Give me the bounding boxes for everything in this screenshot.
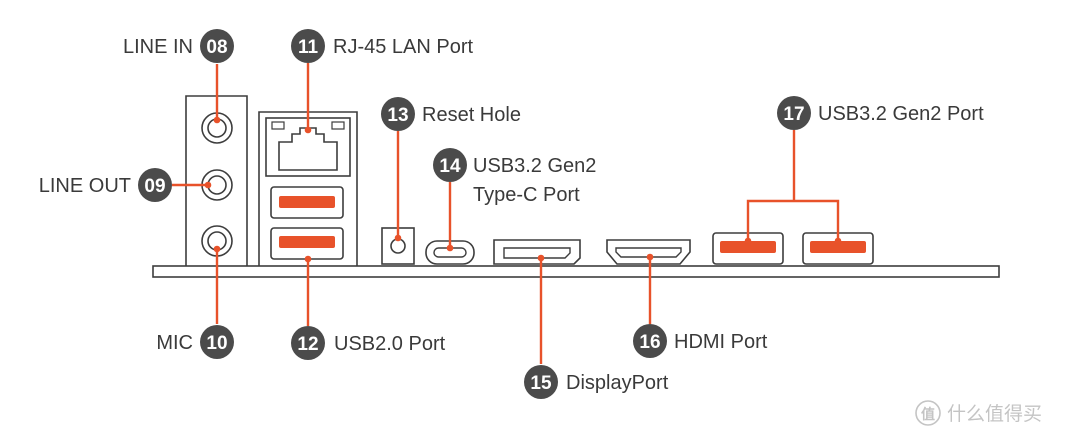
label-reset: Reset Hole bbox=[422, 104, 521, 126]
badge-line-out bbox=[138, 168, 172, 202]
callout-hdmi: 16 HDMI Port bbox=[633, 324, 768, 358]
number-mic: 10 bbox=[206, 333, 227, 354]
label-rj45: RJ-45 LAN Port bbox=[333, 36, 473, 58]
callout-line-in: 08 LINE IN bbox=[123, 29, 234, 63]
audio-jack-housing bbox=[185, 95, 248, 266]
jack-line-out bbox=[201, 169, 233, 201]
svg-text:值: 值 bbox=[921, 406, 935, 423]
number-typec: 14 bbox=[439, 156, 461, 177]
number-reset: 13 bbox=[387, 105, 408, 126]
watermark-text: 什么值得买 bbox=[947, 403, 1042, 425]
number-line-out: 09 bbox=[144, 176, 165, 197]
hdmi-connector bbox=[606, 239, 691, 265]
label-line-out: LINE OUT bbox=[39, 175, 131, 197]
badge-usb32 bbox=[777, 96, 811, 130]
label-typec-line2: Type-C Port bbox=[473, 184, 580, 206]
label-typec: USB3.2 Gen2 bbox=[473, 155, 596, 177]
callout-displayport: 15 DisplayPort bbox=[524, 365, 669, 399]
label-mic: MIC bbox=[156, 332, 193, 354]
number-rj45: 11 bbox=[298, 37, 319, 58]
label-usb20: USB2.0 Port bbox=[334, 333, 446, 355]
zhi-circle-logo-icon: 值 bbox=[915, 400, 941, 426]
watermark: 值 什么值得买 bbox=[915, 400, 1042, 426]
badge-rj45 bbox=[291, 29, 325, 63]
label-displayport: DisplayPort bbox=[566, 372, 669, 394]
callout-rj45: 11 RJ-45 LAN Port bbox=[291, 29, 473, 63]
badge-mic bbox=[200, 325, 234, 359]
usb32-port-right bbox=[802, 232, 874, 265]
jack-line-in bbox=[201, 112, 233, 144]
number-hdmi: 16 bbox=[639, 332, 660, 353]
leader-endpoints bbox=[204, 116, 842, 263]
number-usb20: 12 bbox=[297, 334, 318, 355]
callout-reset: 13 Reset Hole bbox=[381, 97, 521, 131]
number-displayport: 15 bbox=[530, 373, 552, 394]
callout-line-out: 09 LINE OUT bbox=[39, 168, 172, 202]
usb20-port-bottom bbox=[270, 227, 344, 260]
callout-usb20: 12 USB2.0 Port bbox=[291, 326, 446, 360]
callout-mic: 10 MIC bbox=[156, 325, 234, 359]
callout-usb32: 17 USB3.2 Gen2 Port bbox=[777, 96, 984, 130]
leader-lines bbox=[172, 63, 840, 364]
badge-usb20 bbox=[291, 326, 325, 360]
badge-typec bbox=[433, 148, 467, 182]
badge-hdmi bbox=[633, 324, 667, 358]
displayport-connector bbox=[493, 239, 581, 265]
callout-typec: 14 USB3.2 Gen2 Type-C Port bbox=[433, 148, 596, 206]
label-hdmi: HDMI Port bbox=[674, 331, 768, 353]
usb32-port-left bbox=[712, 232, 784, 265]
lan-usb-stack bbox=[258, 111, 358, 266]
number-usb32: 17 bbox=[783, 104, 804, 125]
io-shield-plate bbox=[152, 265, 1000, 278]
number-line-in: 08 bbox=[206, 37, 227, 58]
label-line-in: LINE IN bbox=[123, 36, 193, 58]
jack-mic bbox=[201, 225, 233, 257]
badge-displayport bbox=[524, 365, 558, 399]
badge-line-in bbox=[200, 29, 234, 63]
label-usb32: USB3.2 Gen2 Port bbox=[818, 103, 984, 125]
badge-reset bbox=[381, 97, 415, 131]
usb20-port-top bbox=[270, 186, 344, 219]
